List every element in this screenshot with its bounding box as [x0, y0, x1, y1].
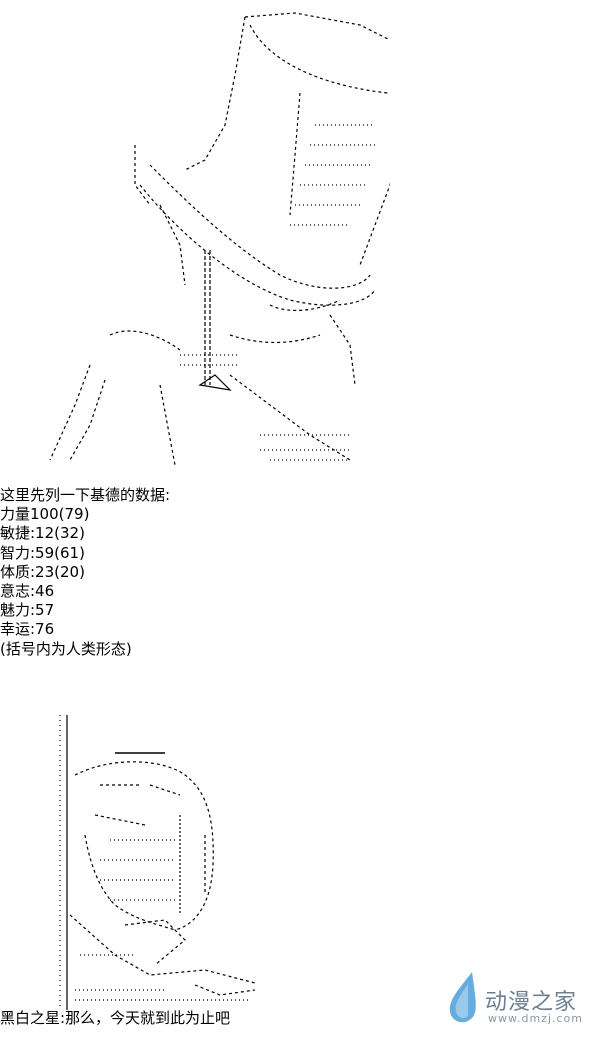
character-stats: 这里先列一下基德的数据: 力量100(79) 敏捷:12(32) 智力:59(6… — [0, 486, 320, 659]
stat-charisma: 魅力:57 — [0, 601, 55, 620]
stats-note: (括号内为人类形态) — [0, 639, 132, 658]
stat-agility: 敏捷:12(32) — [0, 524, 85, 543]
stat-intelligence: 智力:59(61) — [0, 543, 85, 562]
stat-luck: 幸运:76 — [0, 620, 55, 639]
droplet-logo-icon — [449, 972, 476, 1023]
site-watermark: 动漫之家 www.dmzj.com — [440, 970, 590, 1030]
stats-intro: 这里先列一下基德的数据: — [0, 486, 171, 504]
closing-caption: 黑白之星:那么，今天就到此为止吧 — [0, 1009, 231, 1027]
top-hat-character-art — [30, 5, 390, 467]
stat-constitution: 体质:23(20) — [0, 562, 85, 581]
logo-url: www.dmzj.com — [488, 1012, 583, 1025]
round-face-character-art — [55, 715, 270, 1010]
stat-strength: 力量100(79) — [0, 505, 90, 524]
stat-willpower: 意志:46 — [0, 582, 55, 601]
logo-name: 动漫之家 — [485, 990, 578, 1015]
